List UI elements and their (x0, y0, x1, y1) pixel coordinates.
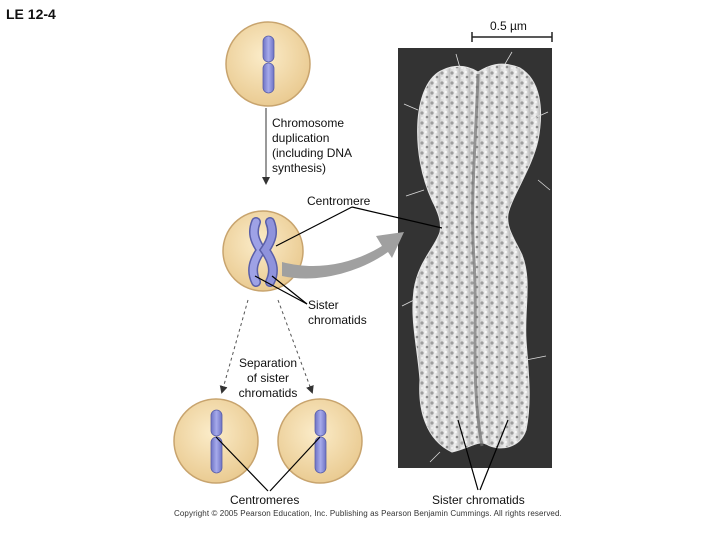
label-sister-chromatids: Sister chromatids (308, 298, 367, 327)
chromosome-single (262, 35, 275, 94)
label-centromeres: Centromeres (230, 493, 300, 507)
micrograph-panel (398, 48, 552, 468)
sister-right-leader-left (457, 419, 479, 491)
arrow-separation-right (277, 299, 314, 394)
arrow-to-micrograph (282, 232, 404, 279)
cell-daughter-left (173, 398, 259, 484)
micrograph-chromosome (412, 63, 542, 453)
label-separation: Separation of sister chromatids (238, 356, 298, 400)
chromosome-duplicated (248, 217, 278, 287)
centromeres-leader-right (269, 436, 321, 492)
cell-daughter-right (277, 398, 363, 484)
cell-unreplicated (225, 21, 311, 107)
copyright-notice: Copyright © 2005 Pearson Education, Inc.… (174, 509, 562, 518)
label-centromere: Centromere (307, 194, 371, 208)
label-sister-chromatids-micrograph: Sister chromatids (432, 493, 525, 507)
sister-leader-right (271, 275, 308, 305)
arrow-separation-left (219, 299, 249, 394)
centromere-leader (275, 206, 353, 247)
centromere-leader-sem (351, 206, 443, 229)
sister-right-leader-right (479, 419, 509, 491)
centromeres-leader-left (215, 436, 269, 492)
label-chromosome-duplication: Chromosome duplication (including DNA sy… (272, 116, 353, 175)
slide-title: LE 12-4 (6, 6, 56, 22)
sister-leader-left (254, 275, 308, 305)
scale-bar-label: 0.5 µm (490, 19, 527, 33)
scale-bar (471, 32, 553, 42)
cell-replicated (222, 210, 304, 292)
